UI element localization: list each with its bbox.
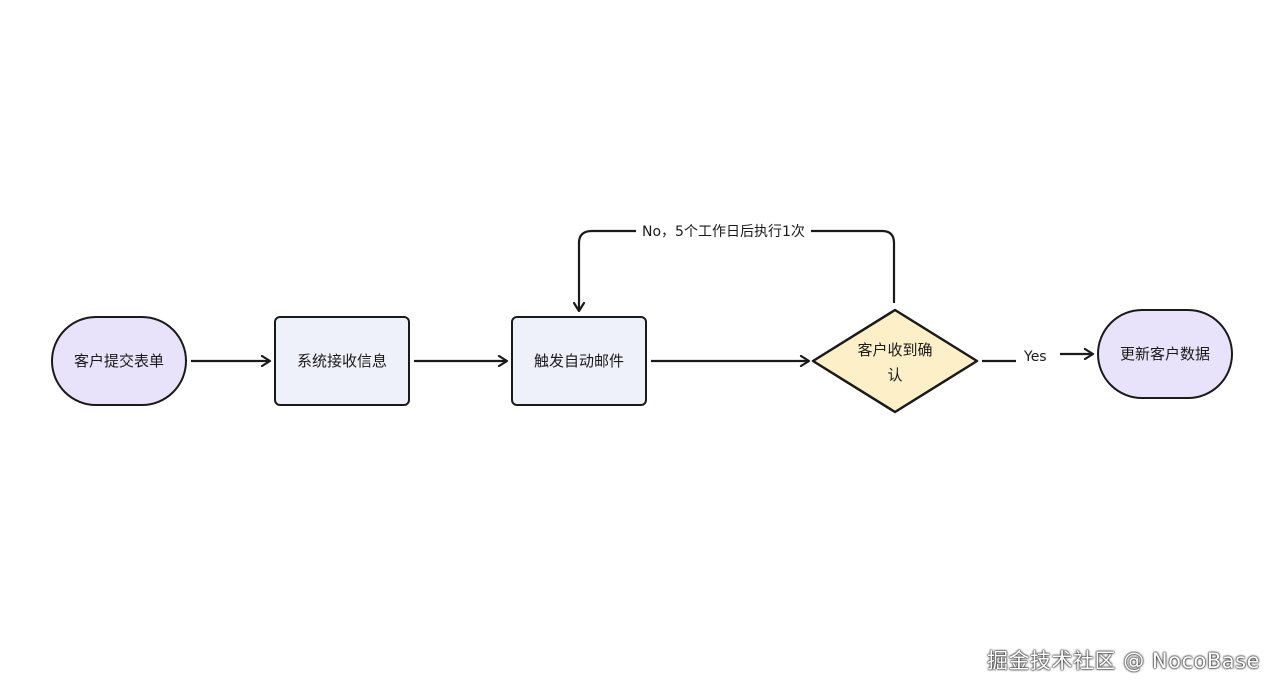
decision-node-label: 客户收到确 认 — [845, 338, 945, 388]
receive-node: 系统接收信息 — [274, 316, 410, 406]
start-node: 客户提交表单 — [51, 316, 187, 406]
end-node: 更新客户数据 — [1097, 309, 1233, 399]
email-node: 触发自动邮件 — [511, 316, 647, 406]
decision-label-line1: 客户收到确 — [857, 341, 933, 359]
end-node-label: 更新客户数据 — [1119, 344, 1210, 363]
watermark: 掘金技术社区 @ NocoBase — [987, 649, 1260, 673]
decision-diamond — [811, 308, 979, 414]
decision-label-line2: 认 — [887, 365, 903, 384]
yes-edge-label: Yes — [1018, 349, 1053, 365]
start-node-label: 客户提交表单 — [73, 351, 164, 370]
edge-no-loop — [579, 229, 896, 311]
receive-node-label: 系统接收信息 — [296, 351, 387, 370]
email-node-label: 触发自动邮件 — [533, 351, 624, 370]
no-edge-label: No，5个工作日后执行1次 — [636, 221, 811, 241]
